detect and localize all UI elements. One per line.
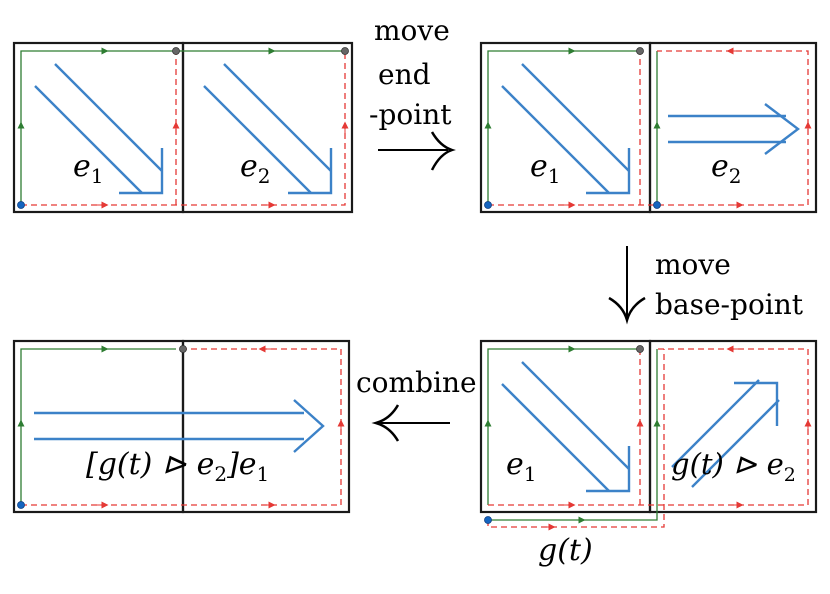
frame-square-2 <box>181 41 354 214</box>
base-point <box>17 201 25 209</box>
panel-top-right: e1 e2 <box>479 41 818 214</box>
step-move-base-point: move base-point <box>608 246 804 325</box>
step-label-line: move <box>655 248 731 281</box>
g-act-e2-arrow <box>671 379 780 488</box>
panel-bottom-right: e1 g(t) ⊳ e2 g(t) <box>479 339 818 568</box>
end-point <box>179 345 187 353</box>
e1-label: e1 <box>506 447 537 486</box>
step-label-line: end <box>378 58 431 91</box>
g-act-e2-label: g(t) ⊳ e2 <box>671 447 796 486</box>
e2-arrow <box>203 63 333 195</box>
g-path-red <box>487 349 665 528</box>
mid-point <box>172 47 180 55</box>
green-path <box>487 348 640 505</box>
base-point <box>653 201 661 209</box>
e1-label: e1 <box>530 149 561 188</box>
panel-bottom-left: [g(t) ⊳ e2]e1 <box>12 339 351 514</box>
frame-square-1 <box>479 339 652 514</box>
frame-square-1 <box>479 41 652 214</box>
frame-square-2 <box>648 41 818 214</box>
end-point <box>636 47 644 55</box>
step-label-line: -point <box>369 98 452 131</box>
combined-arrow <box>34 399 325 453</box>
red-path <box>488 50 809 206</box>
end-point <box>341 47 349 55</box>
g-t-label: g(t) <box>538 533 593 568</box>
right-arrow-head <box>430 131 456 171</box>
step-label-line: move <box>374 14 450 47</box>
e2-label: e2 <box>240 149 271 188</box>
step-label-line: base-point <box>655 288 804 321</box>
base-point <box>484 516 492 524</box>
step-move-end-point: move end -point <box>369 14 456 171</box>
green-path <box>20 348 176 505</box>
end-point <box>636 345 644 353</box>
base-point <box>484 201 492 209</box>
down-arrow-head <box>608 296 646 325</box>
step-label-line: combine <box>356 366 477 399</box>
e1-arrow <box>34 63 164 195</box>
left-arrow-head <box>371 404 400 442</box>
g-path-green <box>488 349 658 521</box>
step-combine: combine <box>356 366 477 442</box>
e1-arrow <box>501 63 631 195</box>
combined-label: [g(t) ⊳ e2]e1 <box>86 447 269 486</box>
e1-arrow <box>501 361 631 493</box>
frame-square-2 <box>181 339 351 514</box>
panel-top-left: e1 e2 <box>12 41 354 214</box>
e2-arrow-horizontal <box>668 103 800 155</box>
e1-label: e1 <box>73 149 104 188</box>
base-point <box>17 501 25 509</box>
e2-label: e2 <box>711 149 742 188</box>
red-path <box>21 51 346 206</box>
frame-square-2 <box>648 339 818 514</box>
green-path <box>487 50 640 205</box>
frame-square-1 <box>12 339 185 514</box>
